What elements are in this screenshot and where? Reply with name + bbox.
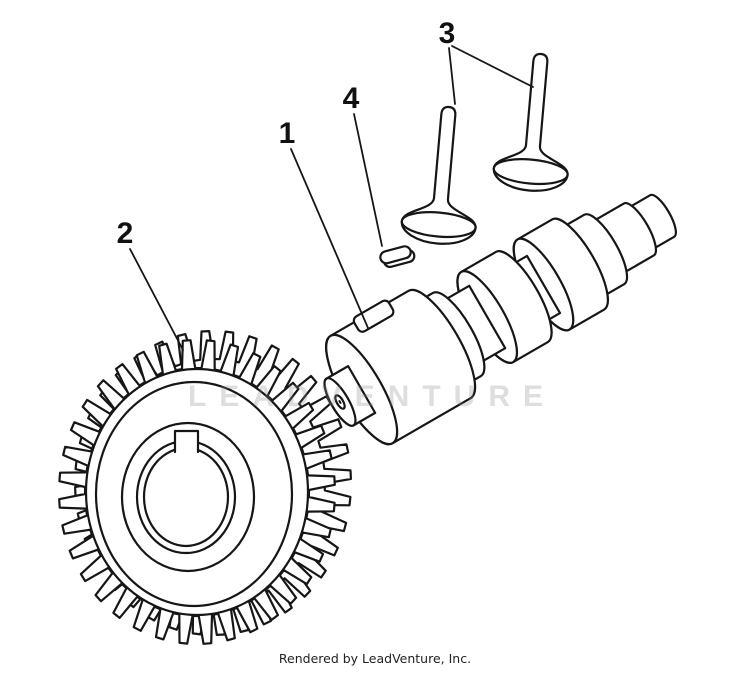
- leader-line-4: [353, 113, 383, 247]
- footer-credit: Rendered by LeadVenture, Inc.: [279, 651, 471, 666]
- camshaft-center-dot: [338, 400, 342, 404]
- key-front-face: [379, 245, 412, 265]
- camshaft-drawing[interactable]: [300, 155, 700, 460]
- gear-keyway-notch: [173, 429, 200, 454]
- leader-line-2: [129, 248, 184, 351]
- leader-lines: [129, 45, 534, 351]
- key-drawing[interactable]: [379, 244, 416, 269]
- gear-bore-chamfer: [142, 446, 230, 548]
- callout-key[interactable]: 4: [343, 82, 360, 115]
- callout-camshaft[interactable]: 1: [279, 117, 296, 150]
- camshaft-keyway-slot: [352, 299, 395, 333]
- gear-drawing[interactable]: [58, 330, 352, 645]
- watermark-text: LEADVENTURE: [188, 380, 556, 413]
- leader-line-3a: [448, 47, 456, 105]
- callout-gear[interactable]: 2: [117, 217, 134, 250]
- callout-valves[interactable]: 3: [439, 17, 456, 50]
- valve-left[interactable]: [399, 102, 487, 248]
- leader-line-3b: [451, 45, 534, 88]
- valves-drawing: [399, 49, 579, 248]
- leader-line-1: [290, 148, 369, 329]
